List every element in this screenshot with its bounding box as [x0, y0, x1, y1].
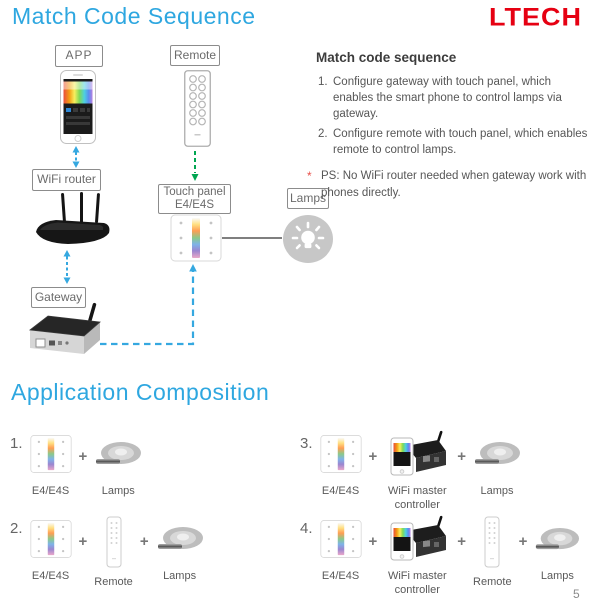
- touch-panel-icon: [29, 435, 72, 473]
- page-number: 5: [573, 587, 580, 600]
- label-remote: Remote: [170, 45, 220, 66]
- composition-item: E4/E4S: [29, 515, 72, 584]
- plus-sign: +: [457, 533, 467, 550]
- plus-sign: +: [78, 448, 88, 465]
- led-strip-icon: [157, 527, 203, 549]
- plus-sign: +: [457, 448, 467, 465]
- instructions-list: 1. Configure gateway with touch panel, w…: [305, 74, 593, 158]
- touch-panel-icon: [319, 435, 362, 473]
- asterisk-icon: *: [307, 169, 312, 184]
- composition-item: Remote: [473, 515, 512, 590]
- touch-panel-icon: [29, 520, 72, 558]
- remote-icon: [184, 70, 211, 147]
- connector-line: [222, 237, 282, 240]
- composition-item: WiFi master controller: [384, 430, 450, 513]
- composition-item: WiFi master controller: [384, 515, 450, 598]
- page-title: Match Code Sequence: [12, 3, 256, 29]
- composition-row-3: 3. E4/E4S + WiFi master contr: [300, 430, 521, 513]
- lamp-bulb-icon: [283, 215, 333, 263]
- composition-item: Remote: [94, 515, 133, 590]
- label-lamps: Lamps: [287, 188, 329, 209]
- arrow-app-router: [72, 146, 80, 168]
- instruction-step: 2. Configure remote with touch panel, wh…: [318, 128, 588, 157]
- composition-row-2: 2. E4/E4S + Remote +: [10, 515, 204, 590]
- arrow-remote-touchpanel: [191, 151, 199, 181]
- label-touch-panel: Touch panel E4/E4S: [158, 184, 231, 214]
- plus-sign: +: [368, 448, 378, 465]
- label-app: APP: [55, 45, 103, 67]
- led-strip-icon: [475, 442, 521, 464]
- touch-panel-icon: [319, 520, 362, 558]
- brand-logo: LTECH: [489, 3, 582, 31]
- composition-item: Lamps: [94, 430, 142, 499]
- arrow-gateway-touchpanel: [100, 264, 197, 346]
- arrow-router-gateway: [63, 250, 71, 284]
- composition-item: E4/E4S: [319, 515, 362, 584]
- plus-sign: +: [368, 533, 378, 550]
- touch-panel-icon: [170, 214, 222, 262]
- composition-item: Lamps: [534, 515, 580, 584]
- section-title: Application Composition: [11, 379, 270, 405]
- instructions-heading: Match code sequence: [316, 50, 457, 65]
- wifi-master-controller-icon: [390, 515, 447, 561]
- composition-item: E4/E4S: [29, 430, 72, 499]
- slim-remote-icon: [106, 516, 122, 568]
- instructions-note: * PS: No WiFi router needed when gateway…: [307, 168, 593, 200]
- smartphone-icon: [60, 70, 96, 144]
- instructions-block: Match code sequence 1. Configure gateway…: [305, 50, 593, 201]
- wifi-router-icon: [36, 192, 110, 244]
- instruction-step: 1. Configure gateway with touch panel, w…: [318, 76, 562, 121]
- led-strip-icon: [96, 442, 142, 464]
- slim-remote-icon: [484, 516, 500, 568]
- label-wifi-router: WiFi router: [32, 169, 101, 191]
- plus-sign: +: [139, 533, 149, 550]
- composition-item: E4/E4S: [319, 430, 362, 499]
- gateway-icon: [28, 302, 101, 354]
- composition-item: Lamps: [156, 515, 204, 584]
- led-strip-icon: [536, 527, 580, 549]
- composition-row-4: 4. E4/E4S + WiFi master contr: [300, 515, 580, 598]
- composition-item: Lamps: [473, 430, 521, 499]
- composition-row-1: 1. E4/E4S + Lamps: [10, 430, 142, 499]
- plus-sign: +: [78, 533, 88, 550]
- label-gateway: Gateway: [31, 287, 86, 308]
- plus-sign: +: [518, 533, 528, 550]
- wifi-master-controller-icon: [390, 430, 447, 476]
